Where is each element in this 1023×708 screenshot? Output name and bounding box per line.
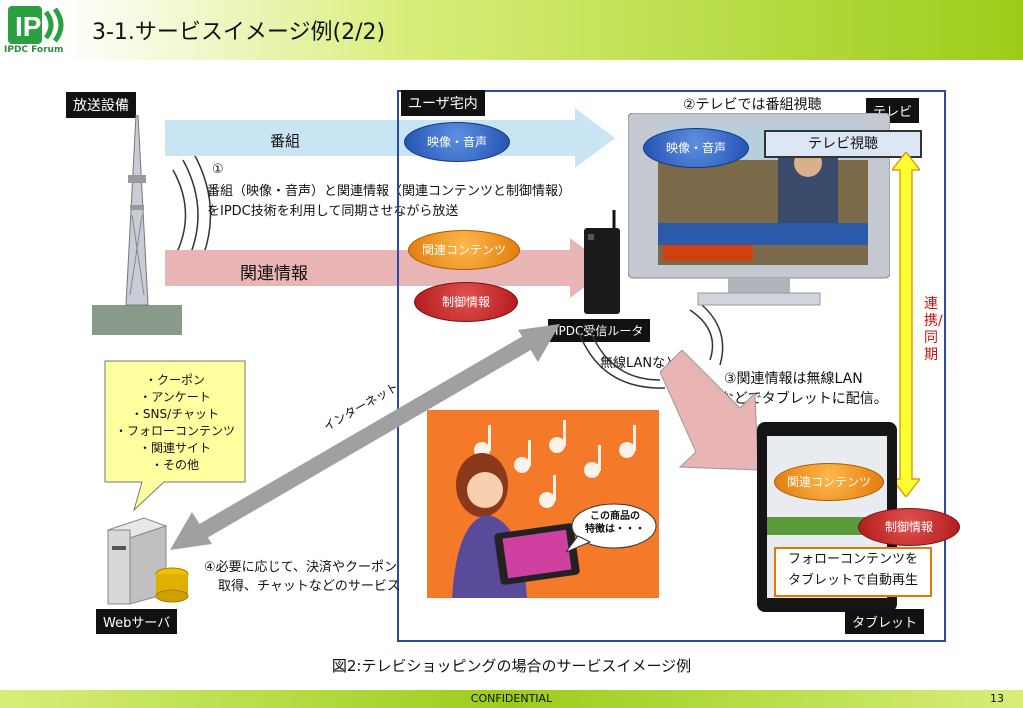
tablet-related-content-oval: 関連コンテンツ xyxy=(774,463,884,501)
figure-caption: 図2:テレビショッピングの場合のサービスイメージ例 xyxy=(331,657,692,675)
related-content-oval: 関連コンテンツ xyxy=(408,230,520,270)
step4-line1: ④必要に応じて、決済やクーポン xyxy=(204,560,398,575)
broadcast-tower-icon xyxy=(92,115,182,335)
ipdc-logo-icon: IP xyxy=(8,6,64,44)
service-item: ・SNS/チャット xyxy=(130,407,220,421)
related-info-arrow-label: 関連情報 xyxy=(240,264,308,284)
follow-content-line1: フォローコンテンツを xyxy=(787,552,918,567)
home-area-box xyxy=(397,90,946,642)
web-server-label: Webサーバ xyxy=(96,609,178,634)
service-item: ・フォローコンテンツ xyxy=(114,424,235,438)
speech-bubble-line1: この商品の xyxy=(590,511,640,522)
logo-text: IPDC Forum xyxy=(4,45,64,55)
broadcast-label: 放送設備 xyxy=(66,92,136,118)
services-callout xyxy=(104,360,246,512)
router-icon xyxy=(584,210,620,314)
video-audio-oval: 映像・音声 xyxy=(404,122,510,162)
page-number: 13 xyxy=(990,692,1004,705)
step3-line1: ③関連情報は無線LAN xyxy=(724,371,863,387)
router-label: IPDC受信ルータ xyxy=(548,319,651,342)
speech-bubble xyxy=(566,503,657,553)
service-item: ・アンケート xyxy=(139,390,211,404)
tablet-control-info-oval: 制御情報 xyxy=(858,508,960,546)
follow-content-box: フォローコンテンツを タブレットで自動再生 xyxy=(774,547,932,597)
web-server-icon xyxy=(106,517,189,605)
step3-line2: などでタブレットに配信。 xyxy=(720,391,888,407)
tv-video-audio-oval: 映像・音声 xyxy=(643,128,749,168)
step1-line1: 番組（映像・音声）と関連情報（関連コンテンツと制御情報） xyxy=(207,184,572,199)
svg-text:IP: IP xyxy=(15,11,41,42)
footer-bar xyxy=(0,690,1023,708)
sync-label: 連携/同期 xyxy=(924,296,943,363)
speech-bubble-text: この商品の 特徴は・・・ xyxy=(582,510,648,536)
wireless-waves-icon xyxy=(577,304,724,389)
step4-line2: 取得、チャットなどのサービス xyxy=(218,579,400,594)
service-item: ・クーポン xyxy=(144,373,205,387)
tv-viewing-box: テレビ視聴 xyxy=(764,130,922,158)
step2-note: ②テレビでは番組視聴 xyxy=(683,97,822,113)
control-info-oval: 制御情報 xyxy=(414,282,518,322)
speech-bubble-line2: 特徴は・・・ xyxy=(585,524,645,535)
internet-double-arrow xyxy=(170,324,560,550)
follow-content-line2: タブレットで自動再生 xyxy=(787,573,918,588)
tablet-delivery-arrow xyxy=(660,350,759,471)
sync-double-arrow xyxy=(892,152,920,497)
tablet-label: タブレット xyxy=(845,609,925,634)
step1-line2: をIPDC技術を利用して同期させながら放送 xyxy=(207,204,459,219)
wireless-label: 無線LANなど xyxy=(600,356,679,371)
program-arrow-label: 番組 xyxy=(270,132,301,150)
service-item: ・関連サイト xyxy=(138,441,211,455)
confidential-label: CONFIDENTIAL xyxy=(470,692,553,705)
program-arrow xyxy=(165,108,615,168)
home-label: ユーザ宅内 xyxy=(401,90,485,116)
services-list: ・クーポン ・アンケート ・SNS/チャット ・フォローコンテンツ ・関連サイト… xyxy=(104,372,246,474)
header-bar xyxy=(0,0,1023,60)
service-item: ・その他 xyxy=(150,458,199,472)
page-title: 3-1.サービスイメージ例(2/2) xyxy=(92,20,386,45)
step1-number: ① xyxy=(212,162,224,177)
